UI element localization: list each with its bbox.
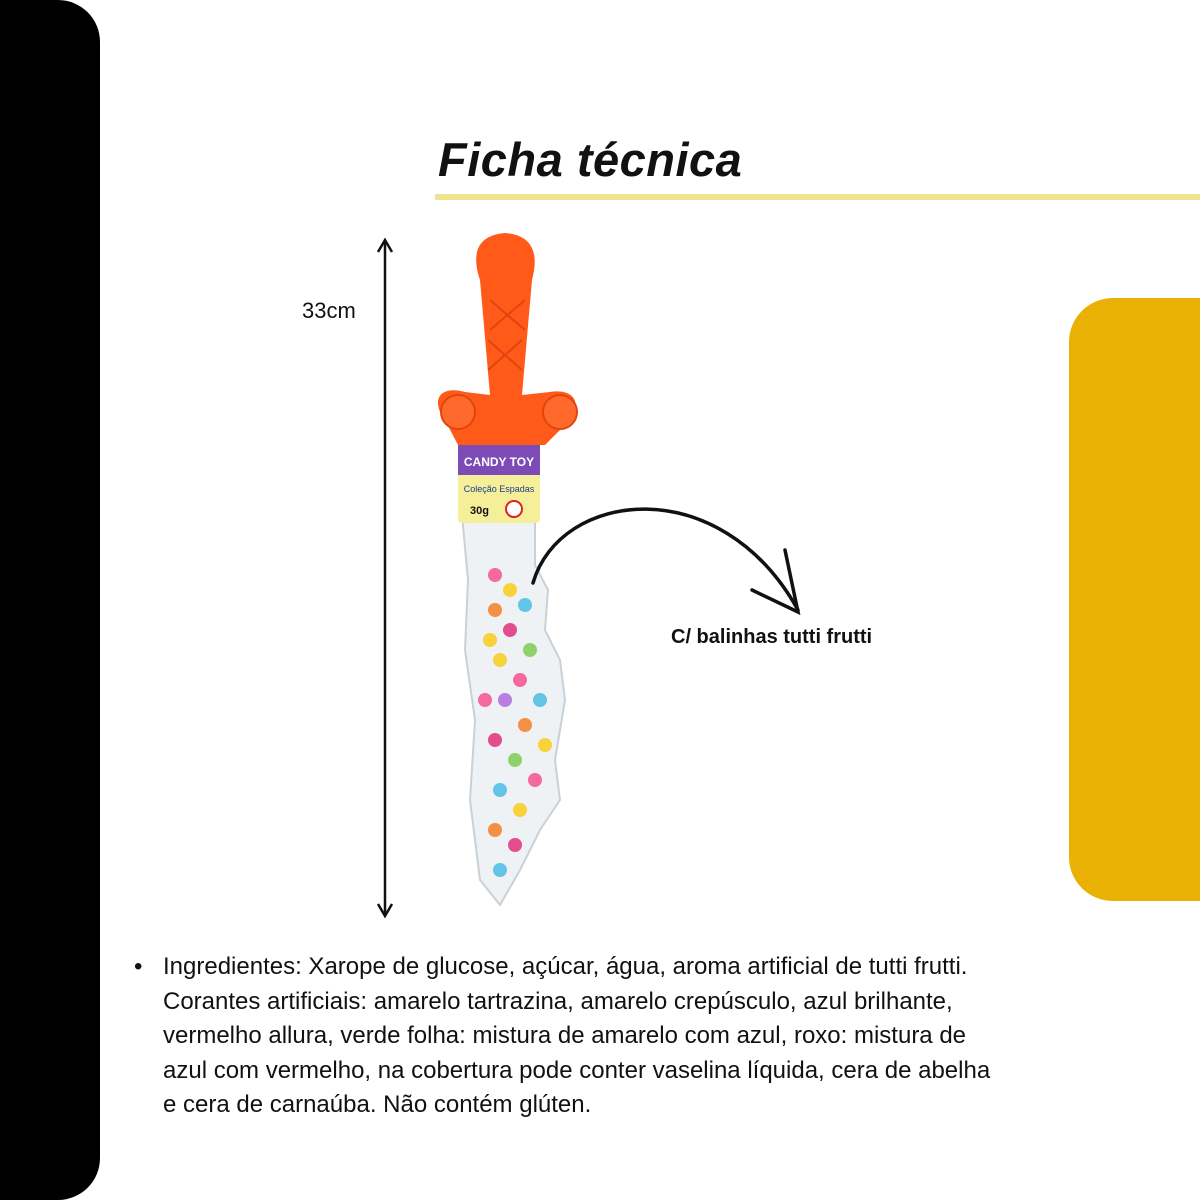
ingredients-line: Ingredientes: Xarope de glucose, açúcar,… bbox=[163, 953, 968, 980]
left-black-bar bbox=[0, 0, 100, 1200]
sword-handle bbox=[437, 233, 576, 445]
ingredients-list: • Ingredientes: Xarope de glucose, açúca… bbox=[134, 950, 1174, 1123]
label-line: Coleção Espadas bbox=[464, 484, 535, 494]
ingredients-line: azul com vermelho, na cobertura pode con… bbox=[163, 1056, 991, 1084]
height-label: 33cm bbox=[302, 298, 356, 323]
curved-arrow-icon bbox=[531, 507, 801, 616]
ingredients-line: vermelho allura, verde folha: mistura de… bbox=[163, 1022, 967, 1049]
title-underline bbox=[435, 194, 1200, 200]
page-title: Ficha técnica bbox=[438, 133, 743, 186]
sword-product-image: CANDY TOY Coleção Espadas 30g bbox=[437, 233, 578, 907]
right-yellow-block bbox=[1069, 298, 1200, 901]
label-weight: 30g bbox=[470, 505, 489, 517]
label-brand: CANDY TOY bbox=[464, 455, 534, 469]
dimension-arrow bbox=[376, 237, 394, 919]
ingredients-line: Corantes artificiais: amarelo tartrazina… bbox=[163, 987, 953, 1015]
callout-text: C/ balinhas tutti frutti bbox=[671, 626, 873, 648]
candy-balls bbox=[478, 568, 552, 877]
ingredients-line: e cera de carnaúba. Não contém glúten. bbox=[163, 1091, 592, 1118]
bullet: • bbox=[134, 953, 143, 980]
